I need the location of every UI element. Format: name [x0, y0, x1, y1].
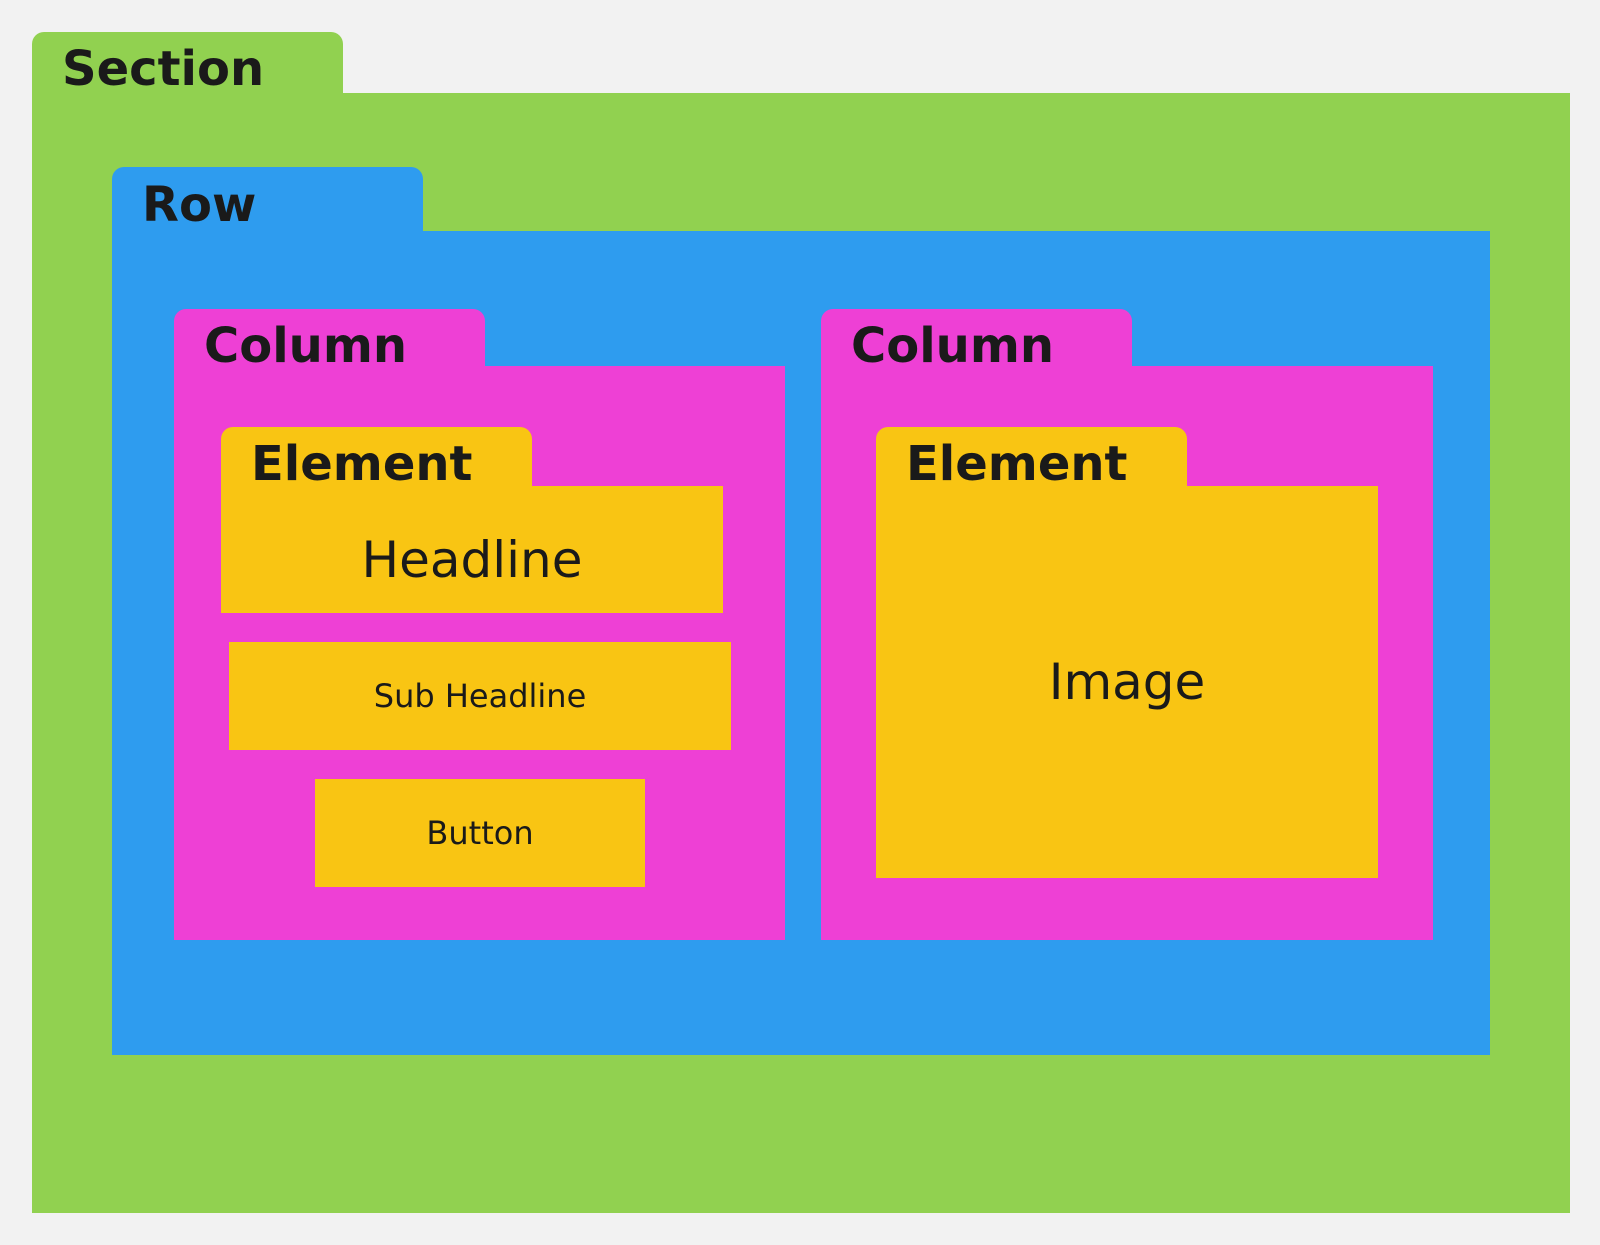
column-2-label: Column [851, 318, 1055, 374]
row-label: Row [142, 177, 257, 233]
headline-text: Headline [361, 530, 583, 589]
element-2-tab: Element [876, 427, 1187, 490]
button-text: Button [426, 814, 534, 852]
row-tab: Row [112, 167, 423, 235]
headline-block: Headline [221, 486, 723, 613]
column-1-tab: Column [174, 309, 485, 371]
section-label: Section [62, 41, 265, 97]
element-1-tab: Element [221, 427, 532, 490]
image-text: Image [1048, 653, 1206, 711]
section-tab: Section [32, 32, 343, 98]
element-1-label: Element [251, 436, 473, 492]
sub-headline-text: Sub Headline [373, 677, 587, 715]
element-2-label: Element [906, 436, 1128, 492]
sub-headline-block: Sub Headline [229, 642, 731, 750]
column-2-tab: Column [821, 309, 1132, 371]
column-1-label: Column [204, 318, 408, 374]
button-block: Button [315, 779, 645, 887]
image-block: Image [876, 486, 1378, 878]
